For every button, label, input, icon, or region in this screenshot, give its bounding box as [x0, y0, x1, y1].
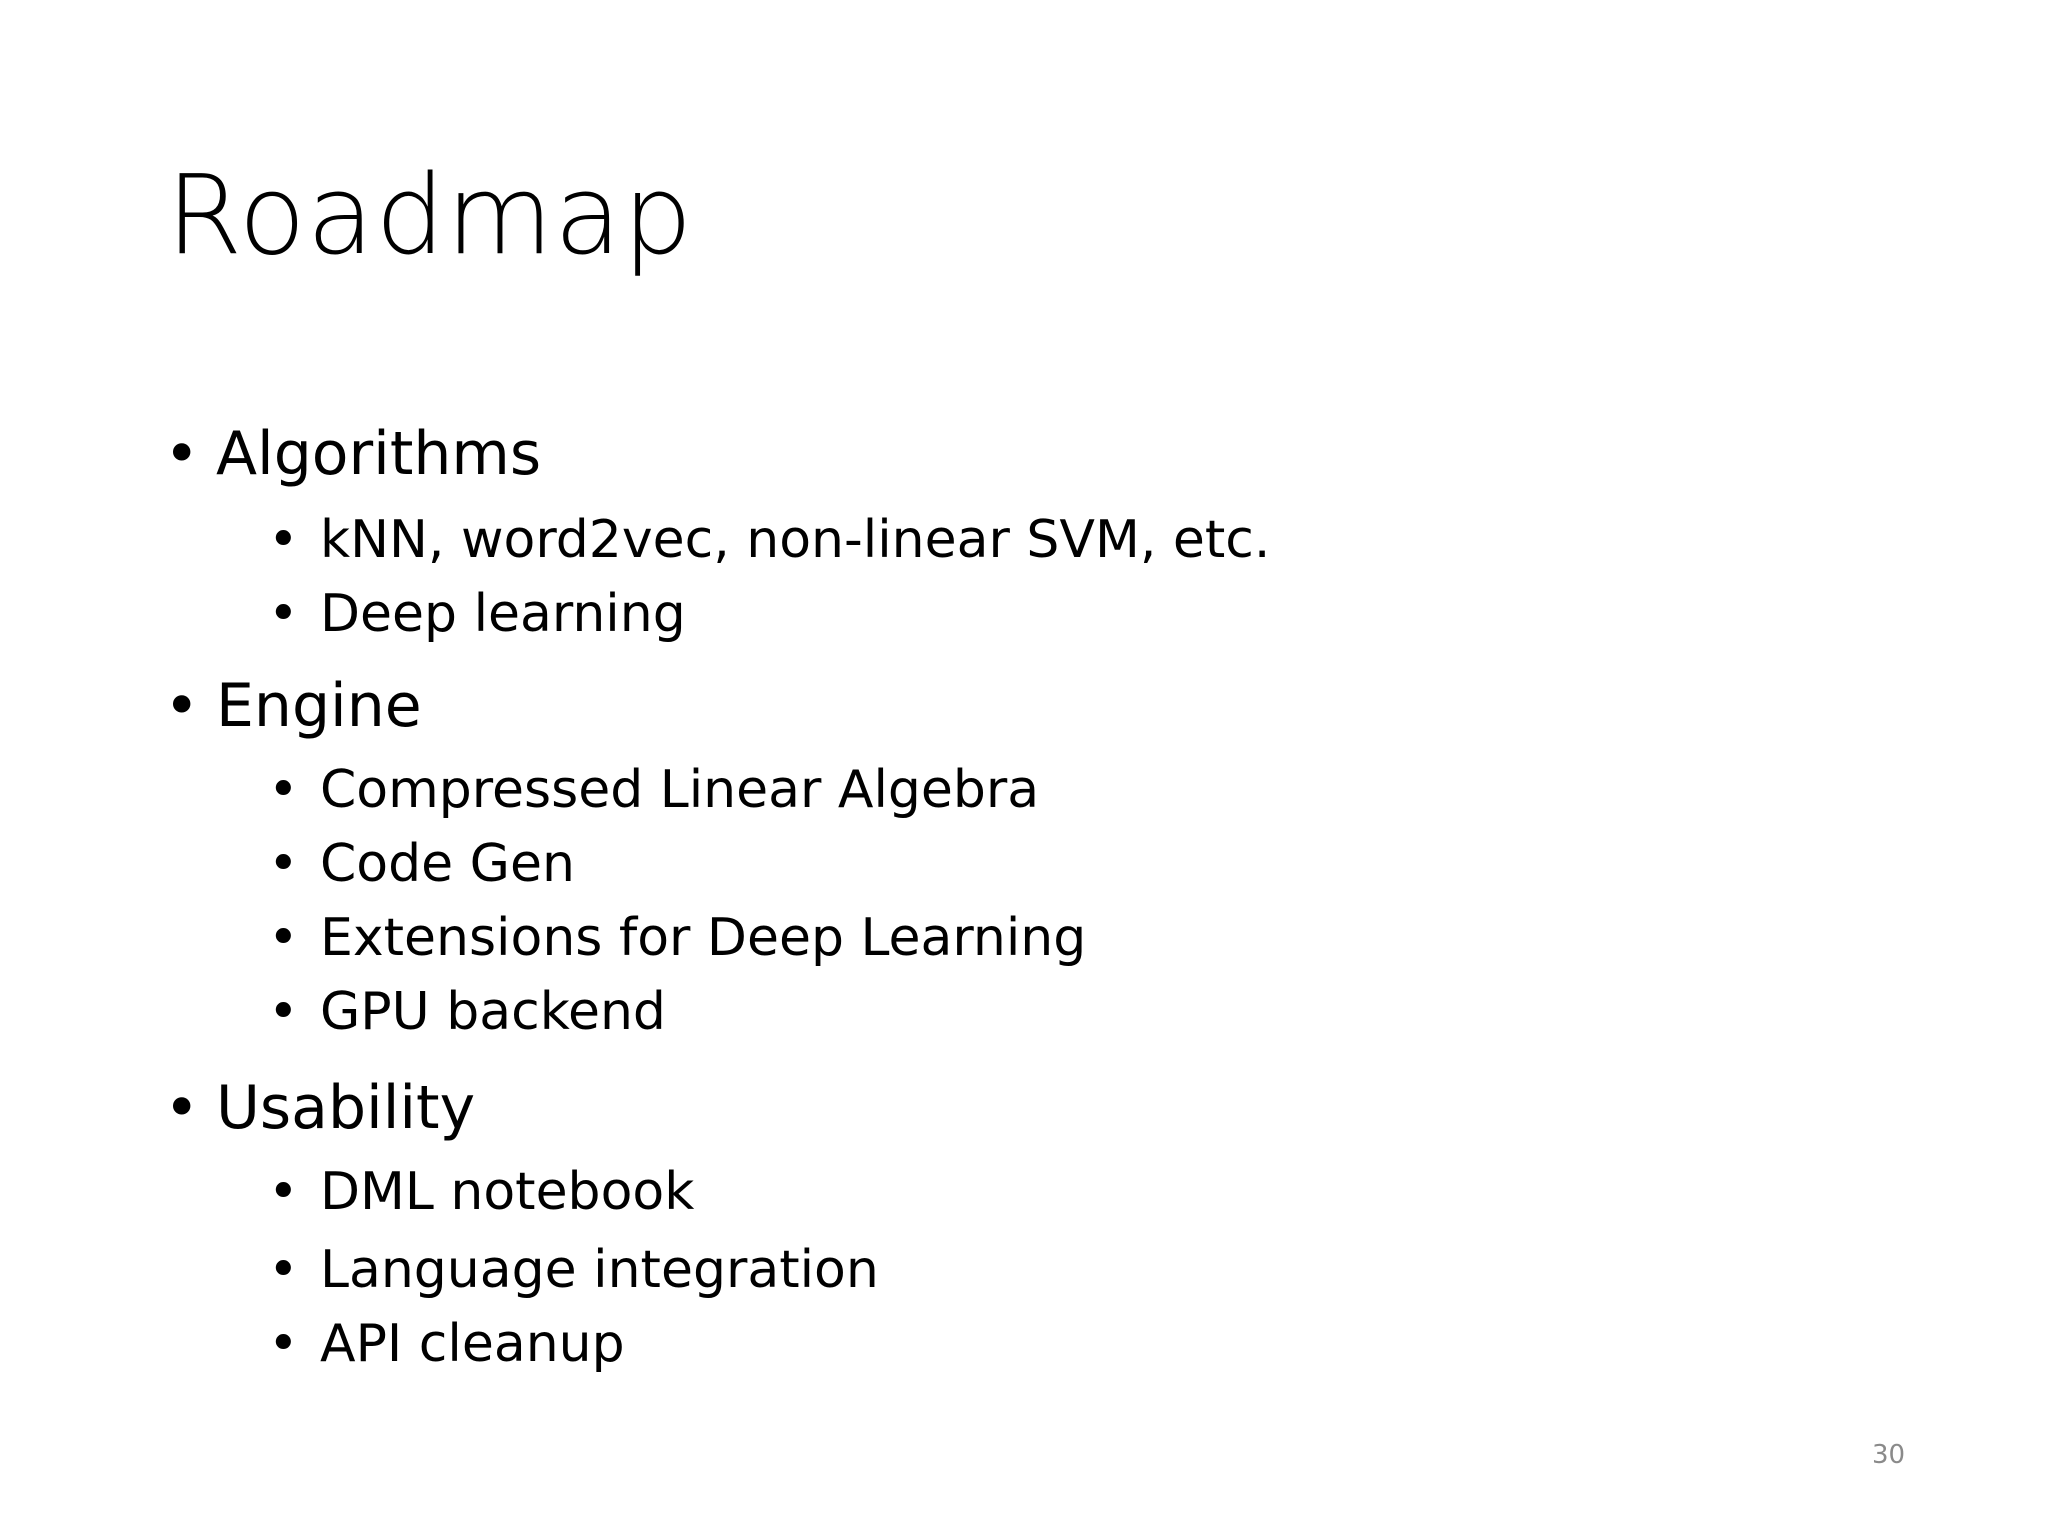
- bullet-icon: •: [268, 1162, 299, 1222]
- slide-title: Roadmap: [166, 151, 694, 279]
- bullet-icon: •: [268, 1240, 299, 1300]
- bullet-text: Deep learning: [320, 584, 686, 644]
- bullet-icon: •: [268, 908, 299, 968]
- bullet-icon: •: [268, 584, 299, 644]
- bullet-icon: •: [268, 982, 299, 1042]
- bullet-icon: •: [268, 834, 299, 894]
- bullet-icon: •: [268, 510, 299, 570]
- bullet-text: API cleanup: [320, 1314, 625, 1374]
- bullet-text: Language integration: [320, 1240, 879, 1300]
- bullet-item-level1: •Usability: [164, 1078, 475, 1138]
- bullet-icon: •: [164, 419, 200, 489]
- bullet-item-level2: •API cleanup: [268, 1318, 625, 1370]
- bullet-icon: •: [268, 1314, 299, 1374]
- bullet-icon: •: [164, 671, 200, 741]
- bullet-text: Algorithms: [216, 419, 542, 489]
- bullet-item-level2: •Code Gen: [268, 838, 575, 890]
- bullet-item-level2: •GPU backend: [268, 986, 666, 1038]
- bullet-item-level1: •Algorithms: [164, 424, 541, 484]
- bullet-icon: •: [268, 760, 299, 820]
- bullet-text: Compressed Linear Algebra: [320, 760, 1040, 820]
- bullet-text: Engine: [216, 671, 422, 741]
- bullet-item-level2: •kNN, word2vec, non-linear SVM, etc.: [268, 514, 1270, 566]
- bullet-item-level1: •Engine: [164, 676, 422, 736]
- bullet-icon: •: [164, 1073, 200, 1143]
- page-number: 30: [1872, 1440, 1906, 1470]
- bullet-item-level2: •Extensions for Deep Learning: [268, 912, 1086, 964]
- bullet-text: Extensions for Deep Learning: [320, 908, 1087, 968]
- bullet-text: Code Gen: [320, 834, 575, 894]
- bullet-text: GPU backend: [320, 982, 666, 1042]
- bullet-item-level2: •DML notebook: [268, 1166, 694, 1218]
- bullet-item-level2: •Deep learning: [268, 588, 686, 640]
- bullet-text: DML notebook: [320, 1162, 695, 1222]
- bullet-text: Usability: [216, 1073, 476, 1143]
- bullet-item-level2: •Language integration: [268, 1244, 879, 1296]
- bullet-item-level2: •Compressed Linear Algebra: [268, 764, 1039, 816]
- bullet-text: kNN, word2vec, non-linear SVM, etc.: [320, 510, 1271, 570]
